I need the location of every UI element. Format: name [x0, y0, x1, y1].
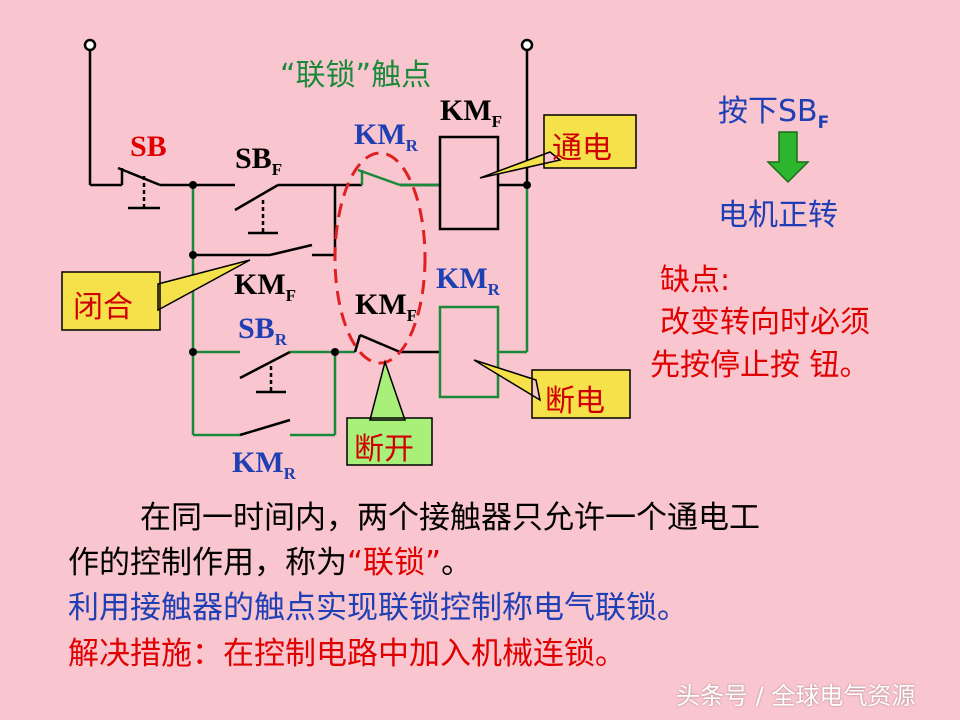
kmr-holding-contact: [239, 418, 291, 437]
interlock-highlight: [333, 151, 427, 365]
motor-forward-text: 电机正转: [718, 198, 838, 233]
callout-unpowered-bubble: [473, 359, 631, 419]
sb-stop-switch: [117, 166, 162, 210]
description-line1: 在同一时间内，两个接触器只允许一个通电工: [140, 500, 760, 536]
callout-closed-bubble: [61, 259, 251, 331]
kmr-interlock-contact: [357, 168, 401, 187]
sbr-start-switch: [239, 350, 291, 394]
junction-dots: [189, 181, 531, 356]
callout-powered-bubble: [479, 114, 637, 179]
green-wiring: [191, 183, 529, 437]
label-sbr: SBR: [238, 312, 287, 349]
drawback-line1: 改变转向时必须: [660, 305, 870, 340]
callout-closed: 闭合: [73, 290, 133, 325]
callout-open-bubble: [346, 359, 433, 466]
drawback-line2: 先按停止按 钮。: [650, 348, 870, 383]
kmf-coil: [438, 135, 500, 231]
kmr-coil: [438, 305, 500, 399]
description-line4: 解决措施：在控制电路中加入机械连锁。: [68, 636, 626, 672]
label-kmr-coil: KMR: [436, 262, 500, 299]
press-sbf-text: 按下SBF: [718, 94, 830, 133]
callout-unpowered: 断电: [545, 384, 605, 419]
drawback-title: 缺点:: [660, 263, 731, 298]
right-terminal: [520, 38, 534, 52]
label-kmf-coil: KMF: [440, 94, 503, 131]
left-terminal: [83, 38, 97, 52]
callout-open: 断开: [354, 432, 414, 467]
label-sb: SB: [130, 130, 167, 163]
diagram-title: “联锁”触点: [280, 58, 432, 93]
kmf-holding-contact: [193, 243, 313, 257]
kmf-interlock-contact: [353, 333, 401, 354]
callout-powered: 通电: [552, 131, 612, 166]
label-kmr-holding: KMR: [232, 446, 296, 483]
label-kmf-interlock: KMF: [355, 288, 418, 325]
label-kmr-interlock: KMR: [354, 118, 418, 155]
interlock-term: “联锁”: [347, 545, 442, 581]
down-arrow-icon: [766, 131, 810, 184]
label-kmf-holding: KMF: [234, 268, 297, 305]
description-line3: 利用接触器的触点实现联锁控制称电气联锁。: [68, 590, 688, 626]
description-line2: 作的控制作用，称为“联锁”。: [68, 545, 473, 581]
label-sbf: SBF: [235, 142, 283, 179]
watermark: 头条号 / 全球电气资源: [676, 682, 916, 710]
sbf-start-switch: [234, 183, 279, 235]
